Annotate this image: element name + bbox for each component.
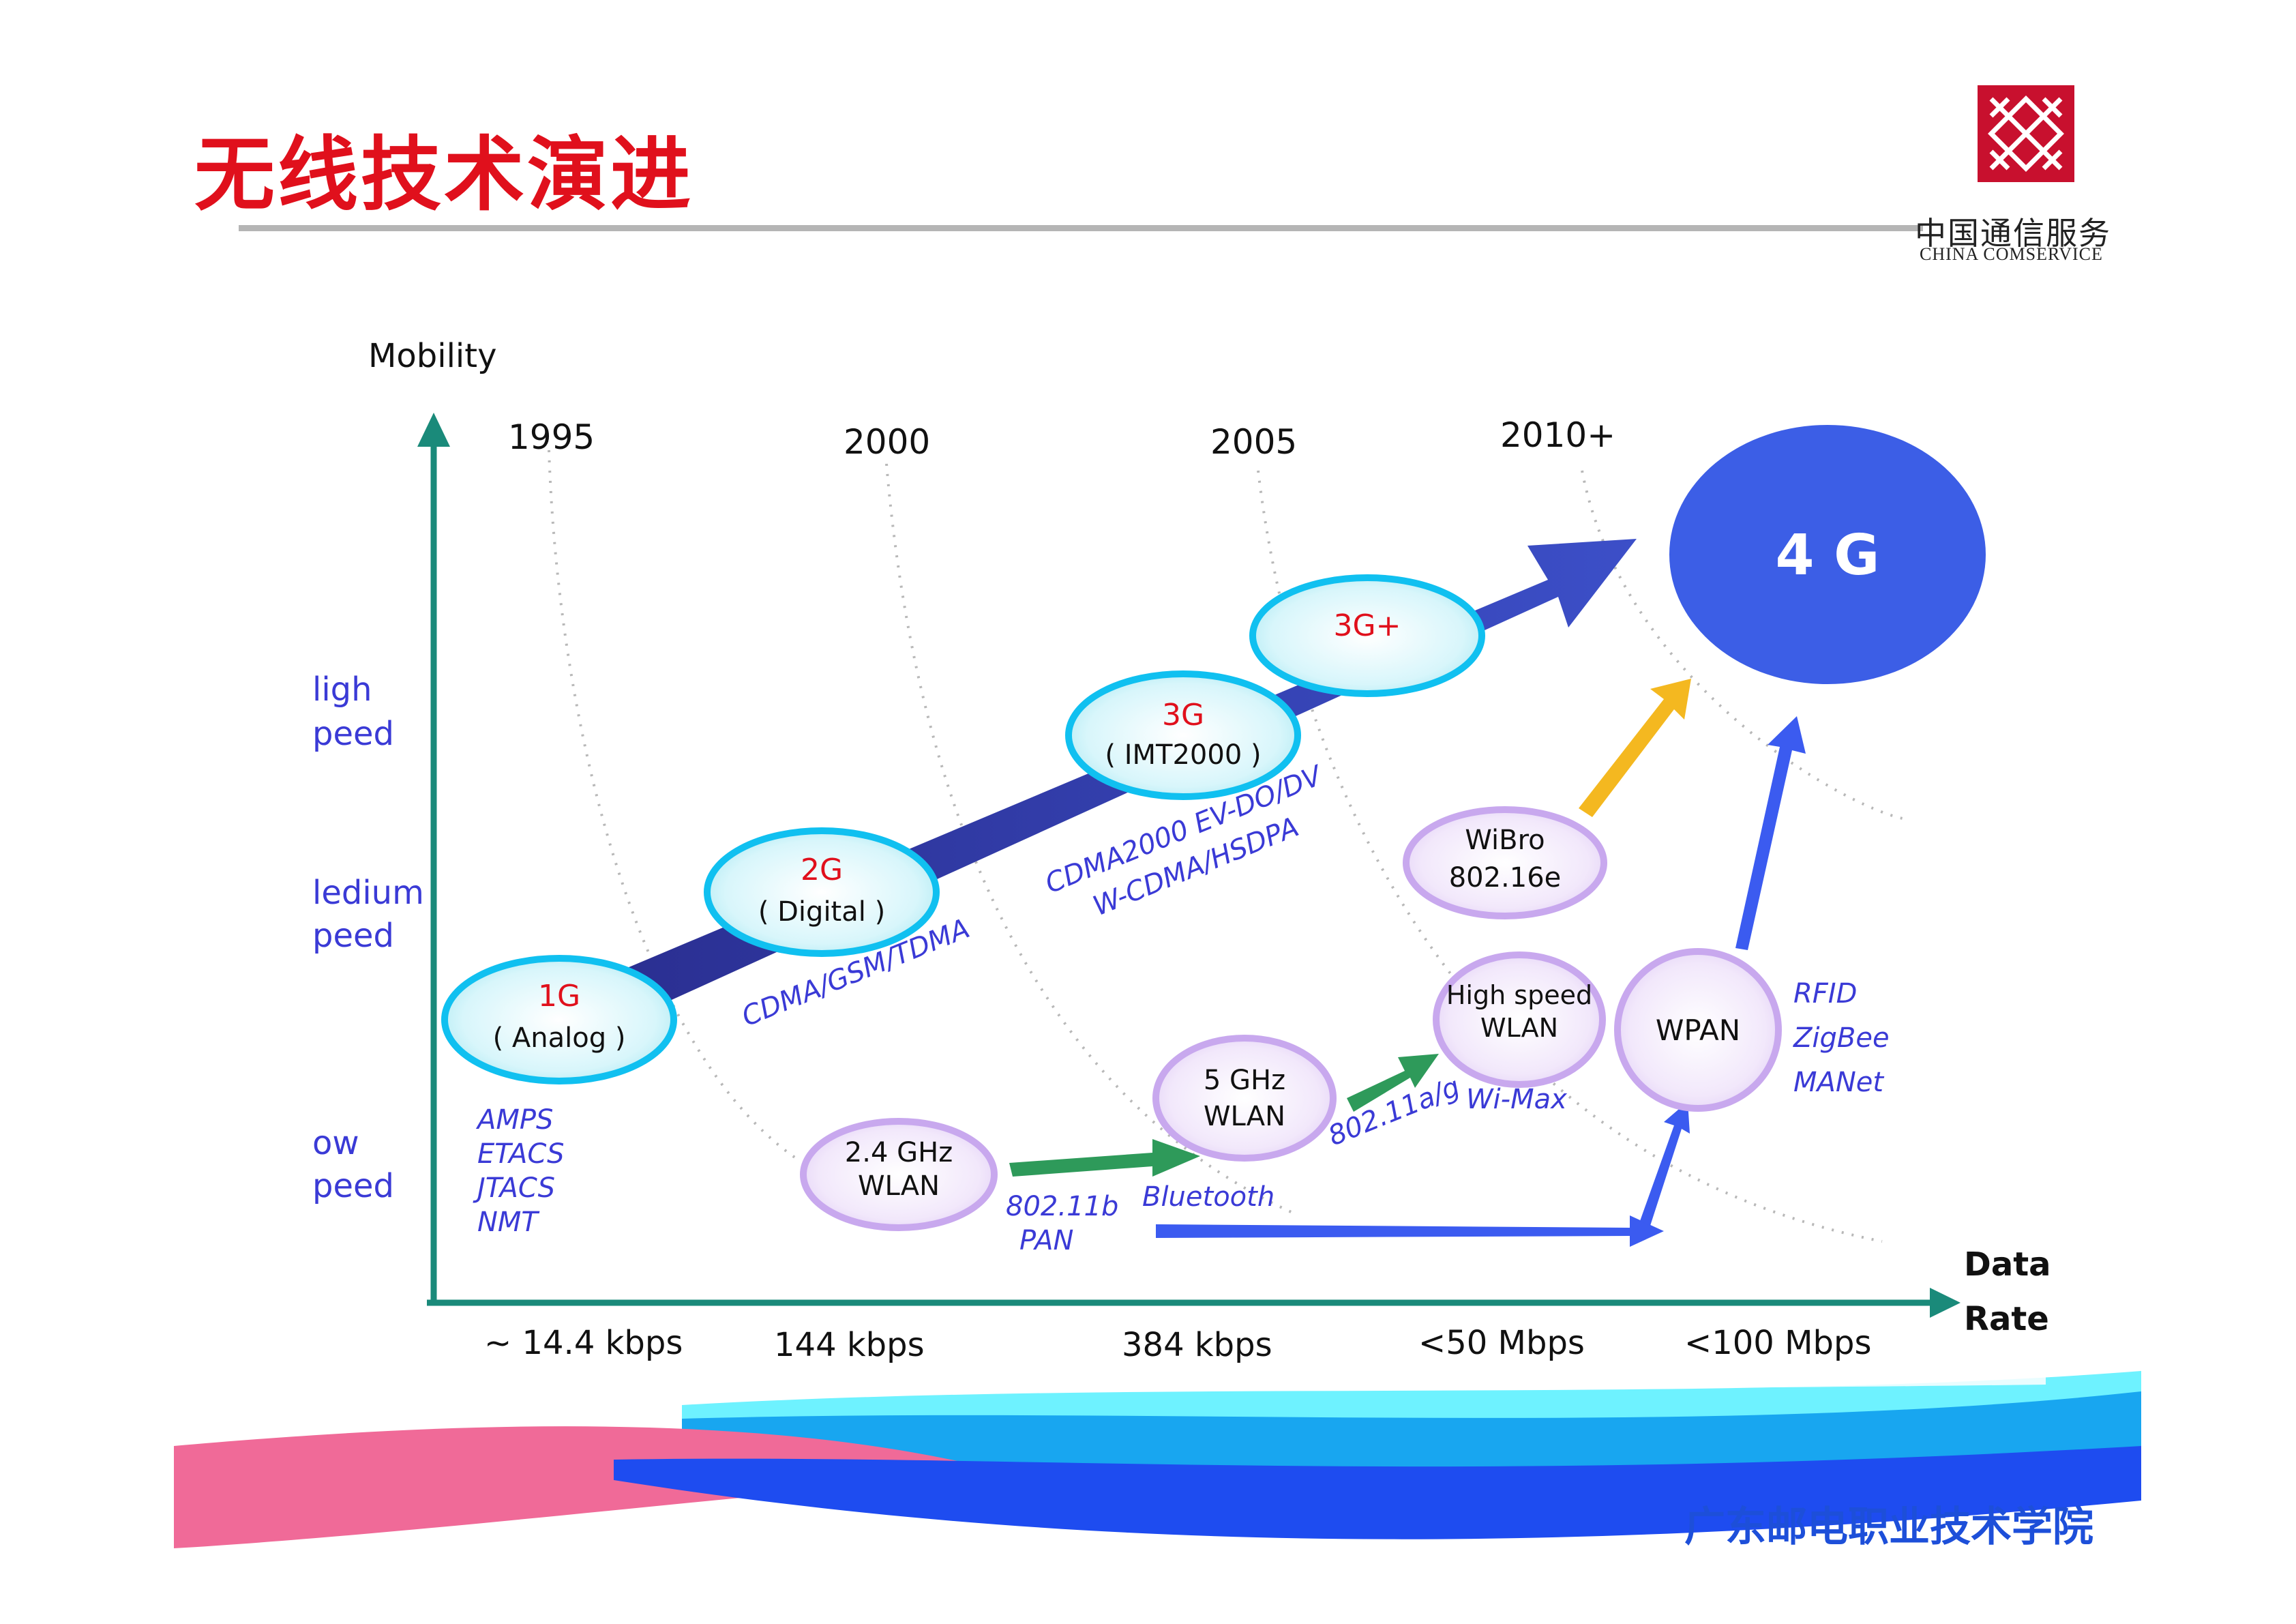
mobility-low-line1: ow bbox=[312, 1124, 359, 1162]
year-2005: 2005 bbox=[1210, 422, 1297, 462]
rate-3: 384 kbps bbox=[1122, 1326, 1272, 1364]
mobility-medium-line2: peed bbox=[312, 917, 394, 955]
wlan5-line1: 5 GHz bbox=[1204, 1065, 1285, 1096]
wibro-line2: 802.16e bbox=[1449, 862, 1562, 894]
standard-etacs: ETACS bbox=[477, 1138, 564, 1170]
year-2000: 2000 bbox=[844, 422, 930, 462]
hswlan-line2: WLAN bbox=[1480, 1013, 1558, 1043]
year-2010plus: 2010+ bbox=[1500, 415, 1615, 455]
gen-1g-name: 1G bbox=[538, 979, 580, 1014]
generation-1g: 1G ( Analog ) bbox=[441, 955, 677, 1084]
gen-3g-sub: ( IMT2000 ) bbox=[1105, 739, 1261, 771]
4g-label: 4 G bbox=[1776, 523, 1880, 588]
wlan-5ghz-ellipse: 5 GHz WLAN bbox=[1152, 1035, 1337, 1162]
x-axis-label-line1: Data bbox=[1964, 1245, 2051, 1284]
wibro-to-4g-arrow bbox=[1579, 679, 1691, 817]
green-arrows bbox=[1009, 1054, 1439, 1177]
comservice-logo-icon bbox=[1978, 85, 2074, 182]
label-80211b: 802.11b bbox=[1006, 1191, 1118, 1222]
blue-arrows bbox=[1156, 716, 1806, 1247]
year-1995: 1995 bbox=[508, 417, 595, 457]
logo-english-name: CHINA COMSERVICE bbox=[1920, 244, 2103, 264]
logo-chinese-name: 中国通信服务 bbox=[1915, 215, 2111, 252]
rate-1: ~ 14.4 kbps bbox=[484, 1324, 683, 1362]
wlan-24ghz-ellipse: 2.4 GHz WLAN bbox=[800, 1118, 998, 1231]
slide-title: 无线技术演进 bbox=[194, 128, 694, 222]
hswlan-line1: High speed bbox=[1446, 980, 1592, 1010]
rate-4: <50 Mbps bbox=[1418, 1324, 1585, 1362]
wpan-ellipse: WPAN bbox=[1614, 948, 1782, 1112]
label-bluetooth: Bluetooth bbox=[1142, 1181, 1274, 1213]
4g-ellipse bbox=[1669, 425, 1986, 684]
wlan24-line1: 2.4 GHz bbox=[845, 1137, 953, 1168]
wibro-ellipse: WiBro 802.16e bbox=[1403, 806, 1607, 919]
gen-3g-name: 3G bbox=[1162, 698, 1204, 733]
mobility-high-line2: peed bbox=[312, 715, 394, 753]
generation-3g-plus: 3G+ bbox=[1249, 574, 1485, 697]
footer-institution: 广东邮电职业技术学院 bbox=[1684, 1503, 2093, 1551]
mobility-low-line2: peed bbox=[312, 1167, 394, 1205]
wpan-tech-rfid: RFID bbox=[1793, 978, 1857, 1009]
standard-amps: AMPS bbox=[475, 1104, 553, 1136]
axes bbox=[417, 413, 1960, 1318]
mobility-high-line1: ligh bbox=[312, 670, 372, 709]
label-pan: PAN bbox=[1019, 1225, 1073, 1256]
wpan-tech-manet: MANet bbox=[1793, 1067, 1884, 1098]
wpan-tech-zigbee: ZigBee bbox=[1793, 1022, 1890, 1054]
label-wimax: Wi-Max bbox=[1466, 1084, 1567, 1115]
rate-5: <100 Mbps bbox=[1684, 1324, 1871, 1362]
rate-2: 144 kbps bbox=[774, 1326, 925, 1364]
decorative-waves bbox=[174, 1255, 2141, 1548]
wlan5-line2: WLAN bbox=[1204, 1101, 1285, 1132]
x-axis-label-line2: Rate bbox=[1964, 1300, 2049, 1338]
mobility-medium-line1: ledium bbox=[312, 874, 424, 912]
generation-2g: 2G ( Digital ) bbox=[704, 827, 940, 957]
highspeed-wlan-ellipse: High speed WLAN bbox=[1433, 951, 1606, 1088]
standard-jtacs: JTACS bbox=[473, 1172, 555, 1204]
wpan-label: WPAN bbox=[1656, 1014, 1740, 1047]
generation-3g: 3G ( IMT2000 ) bbox=[1065, 670, 1301, 800]
y-axis-label: Mobility bbox=[368, 337, 496, 375]
gen-2g-sub: ( Digital ) bbox=[758, 896, 885, 928]
wlan24-line2: WLAN bbox=[858, 1170, 940, 1202]
title-divider bbox=[239, 225, 1923, 231]
gen-3gplus-name: 3G+ bbox=[1334, 608, 1401, 643]
wibro-line1: WiBro bbox=[1465, 825, 1545, 856]
gen-1g-sub: ( Analog ) bbox=[493, 1022, 626, 1054]
gen-2g-name: 2G bbox=[801, 853, 843, 887]
standard-nmt: NMT bbox=[477, 1207, 540, 1238]
